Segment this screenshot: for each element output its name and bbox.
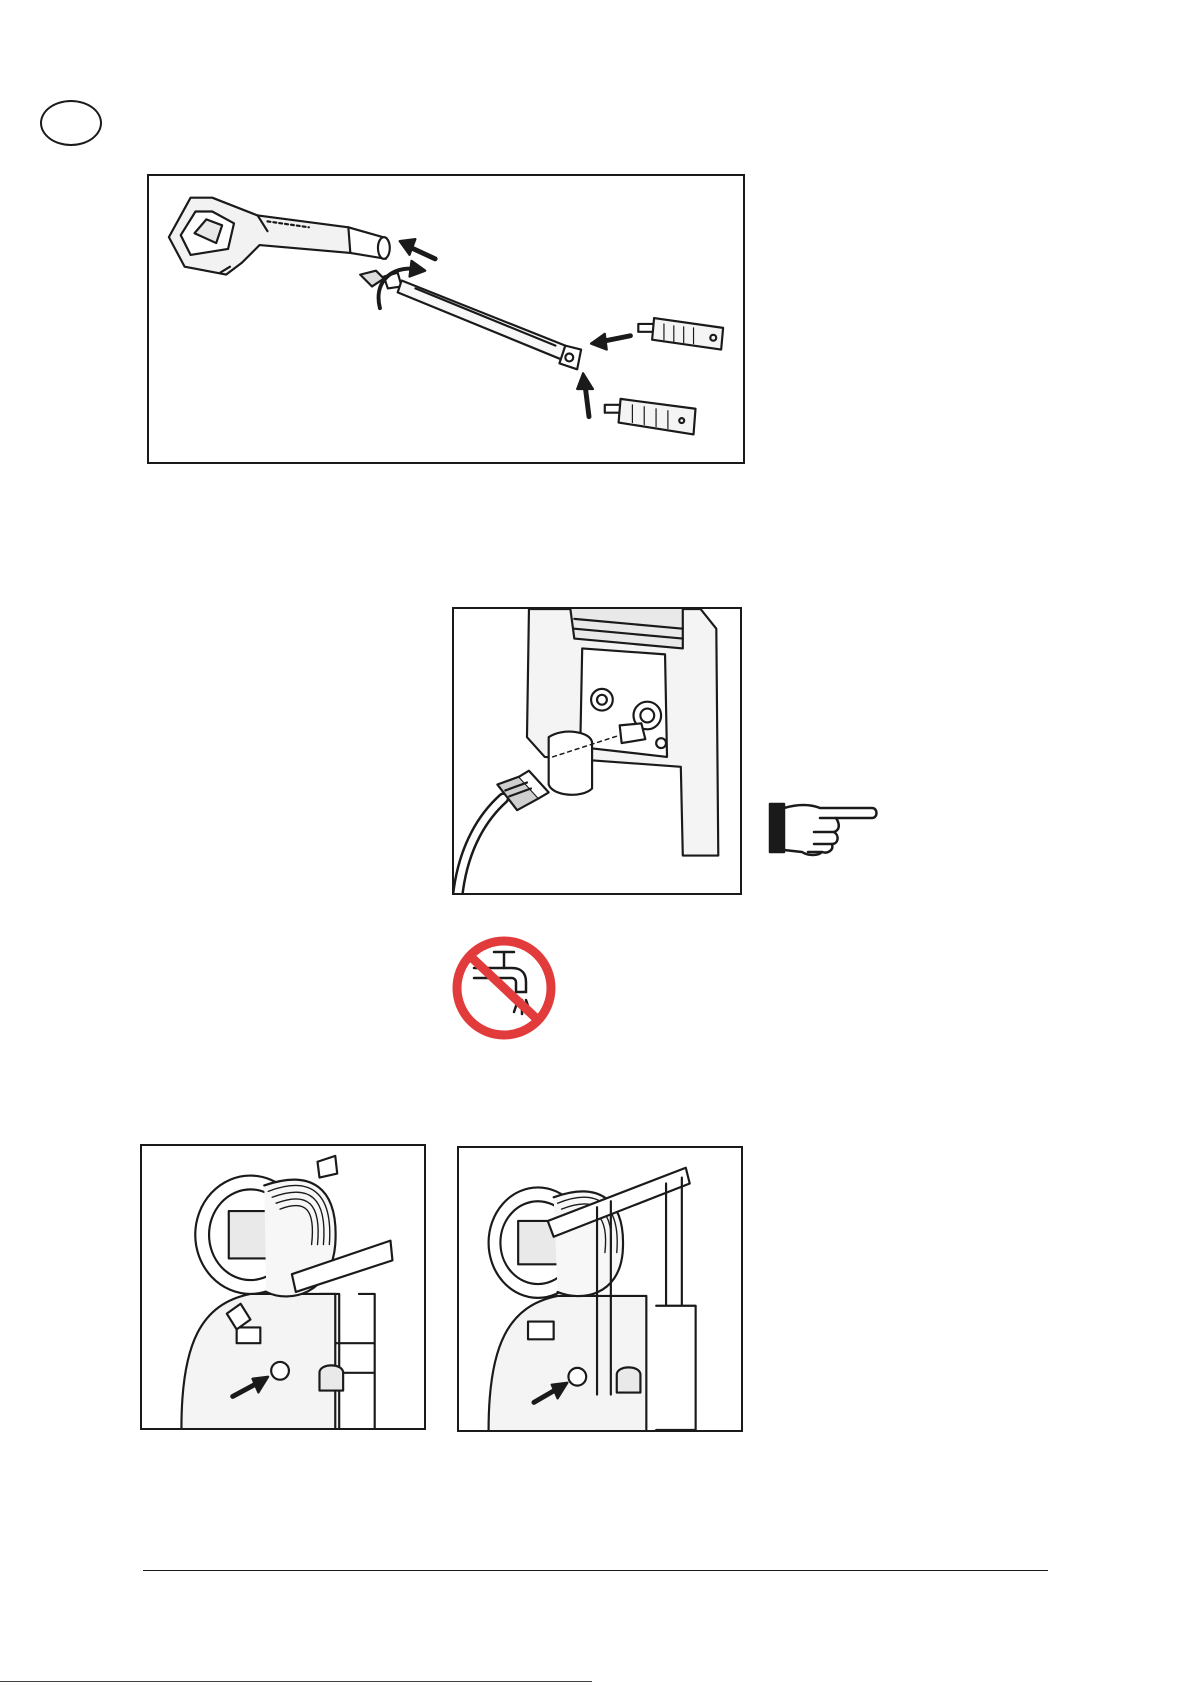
hose-reel-right-illustration: [459, 1148, 741, 1430]
footer-bottom-line: [0, 1681, 592, 1682]
figure-hose-reel-left: [140, 1144, 426, 1430]
spray-gun-icon: [169, 198, 390, 275]
no-tap-water-icon: [450, 934, 558, 1042]
footer-rule: [143, 1570, 1048, 1571]
hand-pointer-icon: [768, 800, 880, 858]
hose-reel-icon: [489, 1168, 696, 1430]
hose-reel-icon: [181, 1156, 392, 1428]
arrow-icon: [577, 373, 593, 416]
language-badge: [40, 100, 102, 146]
nozzle-fan-icon: [638, 318, 723, 350]
hose-reel-left-illustration: [142, 1146, 424, 1428]
figure-assemble-lance: [147, 174, 745, 464]
figure-connect-water-hose: [452, 607, 742, 895]
lance-icon: [360, 271, 581, 370]
lance-assembly-illustration: [149, 176, 743, 462]
arrow-icon: [591, 334, 630, 350]
garden-hose-icon: [458, 771, 549, 893]
machine-inlet-icon: [527, 609, 718, 856]
water-inlet-illustration: [454, 609, 740, 893]
figure-hose-reel-right: [457, 1146, 743, 1432]
arrow-icon: [400, 239, 436, 259]
nozzle-rotary-icon: [605, 399, 696, 435]
